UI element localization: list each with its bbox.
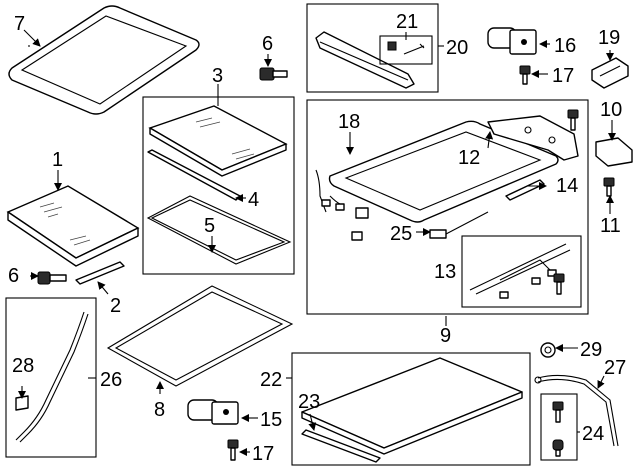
part-29-grommet: [540, 342, 556, 358]
part-12-mounting-bracket: [487, 115, 579, 161]
part-28-clip: [15, 395, 29, 411]
part-8-weatherstrip: [106, 285, 294, 387]
callout-17-bottom: 17: [252, 443, 274, 465]
callout-11: 11: [600, 215, 621, 237]
callout-2: 2: [110, 295, 121, 317]
part-21-clip-kit: [379, 35, 433, 65]
part-1-glass: [6, 185, 140, 267]
callout-23: 23: [298, 391, 320, 413]
part-23-trim-strip: [301, 429, 381, 463]
callout-5: 5: [204, 215, 215, 237]
part-6-bolt-left: [37, 271, 67, 285]
callout-13: 13: [434, 261, 456, 283]
group-box-26: [5, 297, 97, 458]
part-17-screw-top: [519, 65, 531, 85]
callout-28: 28: [12, 355, 34, 377]
callout-4: 4: [248, 189, 259, 211]
part-clips-18: [351, 207, 369, 241]
callout-24: 24: [582, 423, 604, 445]
callout-6-left: 6: [8, 265, 19, 287]
callout-17-top: 17: [552, 65, 574, 87]
group-box-22: [291, 352, 531, 466]
callout-6-top: 6: [262, 33, 273, 55]
part-26-drain-hose: [15, 311, 89, 443]
part-19-switch: [591, 57, 629, 89]
callout-14: 14: [556, 175, 578, 197]
part-10-bracket: [595, 137, 633, 167]
callout-1: 1: [52, 149, 63, 171]
callout-labels: 7 6 3 1 6 2 4 5 21 20 16 19 17 18 10 12 …: [8, 11, 626, 465]
callout-22: 22: [260, 369, 282, 391]
part-15-motor: [187, 399, 239, 425]
part-7-glass-panel: [8, 5, 200, 115]
callout-12: 12: [458, 147, 480, 169]
callout-9: 9: [440, 325, 451, 347]
part-screw-12: [567, 109, 579, 131]
part-13-mechanism: [469, 243, 571, 299]
callout-20: 20: [446, 37, 468, 59]
callout-16: 16: [554, 35, 576, 57]
part-16-motor: [487, 27, 537, 55]
callout-15: 15: [260, 409, 282, 431]
callout-27: 27: [604, 357, 626, 379]
group-box-13: [461, 235, 582, 308]
callout-21: 21: [396, 11, 418, 33]
leader-lines: [18, 29, 616, 456]
part-27-drain-hose: [534, 374, 619, 447]
callout-25: 25: [390, 223, 412, 245]
group-box-9: [306, 99, 589, 315]
part-5-seal-frame: [146, 195, 292, 265]
part-22-sunshade: [301, 357, 523, 455]
group-box-24: [540, 393, 578, 461]
part-24-fasteners: [552, 401, 564, 457]
callout-7: 7: [14, 13, 25, 35]
callout-19: 19: [598, 27, 620, 49]
part-20-drain-channel: [315, 31, 415, 89]
part-25-cable: [429, 211, 489, 239]
part-18-sunroof-frame: [315, 120, 559, 223]
callout-8: 8: [154, 399, 165, 421]
callout-3: 3: [212, 65, 223, 87]
part-6-bolt-top: [259, 67, 288, 81]
callout-18: 18: [338, 111, 360, 133]
part-11-screw: [603, 177, 615, 197]
callout-26: 26: [100, 369, 122, 391]
part-17-screw-bottom: [227, 439, 239, 461]
part-3-glass-assembly: [148, 105, 288, 177]
part-2-deflector-strip: [75, 261, 125, 285]
callout-10: 10: [600, 99, 622, 121]
callout-29: 29: [580, 339, 602, 361]
group-box-20: [306, 3, 439, 93]
